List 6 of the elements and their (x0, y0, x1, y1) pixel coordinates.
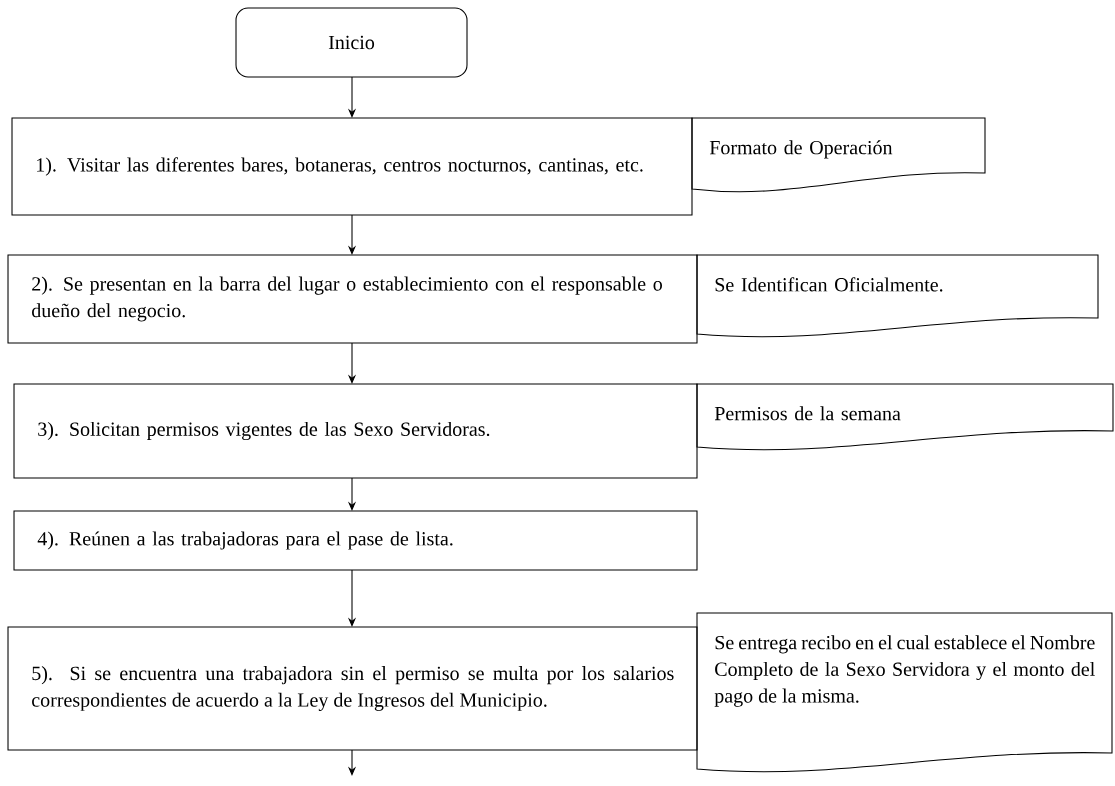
process-box: 3). Solicitan permisos vigentes de las Sexo Servidoras. (13, 383, 698, 479)
start-terminator: Inicio (235, 7, 468, 78)
process-box: 4). Reúnen a las trabajadoras para el pase de lista. (13, 510, 698, 571)
process-box: 1). Visitar las diferentes bares, botaneras, centros nocturnos, cantinas, etc. (11, 117, 693, 216)
process-box: 2). Se presentan en la barra del lugar o establecimiento con el responsable o dueño del negocio. (7, 254, 698, 344)
process-box: 5). Si se encuentra una trabajadora sin el permiso se multa por los salarios correspondientes de acuerdo a la Ley de Ingresos del Municipio. (7, 626, 698, 751)
